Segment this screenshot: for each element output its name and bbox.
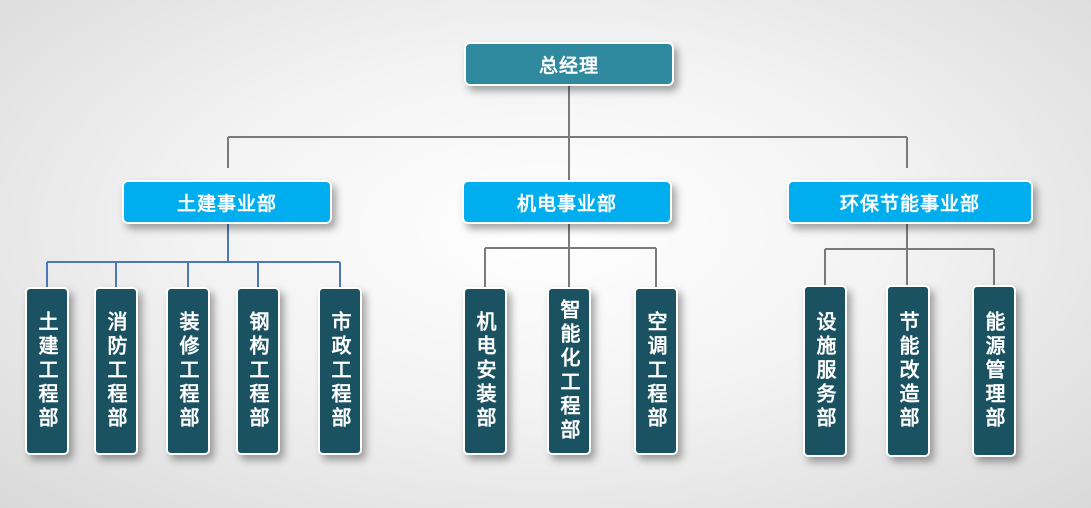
dept-fire-protection: 消防工程部 (94, 287, 138, 455)
mep-division-connectors (484, 224, 657, 287)
dept-civil-engineering: 土建工程部 (25, 287, 69, 455)
dept-municipal: 市政工程部 (318, 287, 362, 455)
dept-intelligent-systems: 智能化工程部 (547, 287, 591, 455)
dept-mep-installation: 机电安装部 (463, 287, 507, 455)
dept-facility-services: 设施服务部 (803, 285, 847, 457)
division-mep-box: 机电事业部 (462, 180, 672, 224)
division-civil-box: 土建事业部 (122, 180, 332, 224)
dept-hvac: 空调工程部 (634, 287, 678, 455)
eco-division-connectors (824, 224, 995, 285)
dept-decoration: 装修工程部 (166, 287, 210, 455)
dept-energy-management: 能源管理部 (972, 285, 1016, 457)
division-eco-box: 环保节能事业部 (787, 180, 1033, 224)
ceo-box: 总经理 (464, 42, 674, 86)
dept-energy-retrofit: 节能改造部 (886, 285, 930, 457)
civil-division-connectors (46, 224, 341, 287)
ceo-connectors (227, 85, 908, 180)
dept-steel-structure: 钢构工程部 (236, 287, 280, 455)
